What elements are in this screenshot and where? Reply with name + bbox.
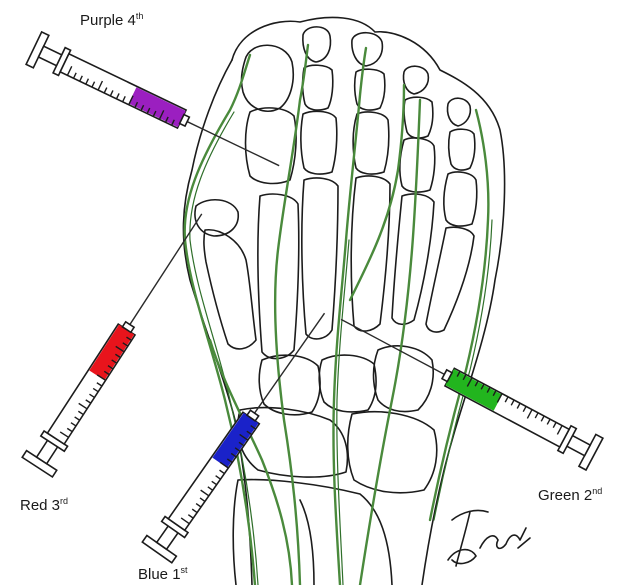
- medication-fill: [129, 87, 186, 127]
- nerve-branches: [185, 45, 492, 585]
- needle: [341, 319, 447, 375]
- label-purple-ordinal: th: [136, 11, 144, 21]
- label-red-name: Red 3: [20, 497, 60, 514]
- label-purple-4th: Purple 4th: [80, 12, 143, 28]
- artist-signature: [448, 510, 530, 566]
- label-blue-name: Blue 1: [138, 566, 181, 583]
- label-green-ordinal: nd: [592, 486, 602, 496]
- label-red-3rd: Red 3rd: [20, 497, 68, 513]
- label-green-2nd: Green 2nd: [538, 487, 602, 503]
- label-green-name: Green 2: [538, 487, 592, 504]
- red-syringe: [22, 204, 217, 477]
- label-blue-1st: Blue 1st: [138, 566, 188, 582]
- label-purple-name: Purple 4: [80, 12, 136, 29]
- blue-syringe: [142, 303, 339, 563]
- label-red-ordinal: rd: [60, 496, 68, 506]
- label-blue-ordinal: st: [181, 565, 188, 575]
- needle: [253, 313, 325, 415]
